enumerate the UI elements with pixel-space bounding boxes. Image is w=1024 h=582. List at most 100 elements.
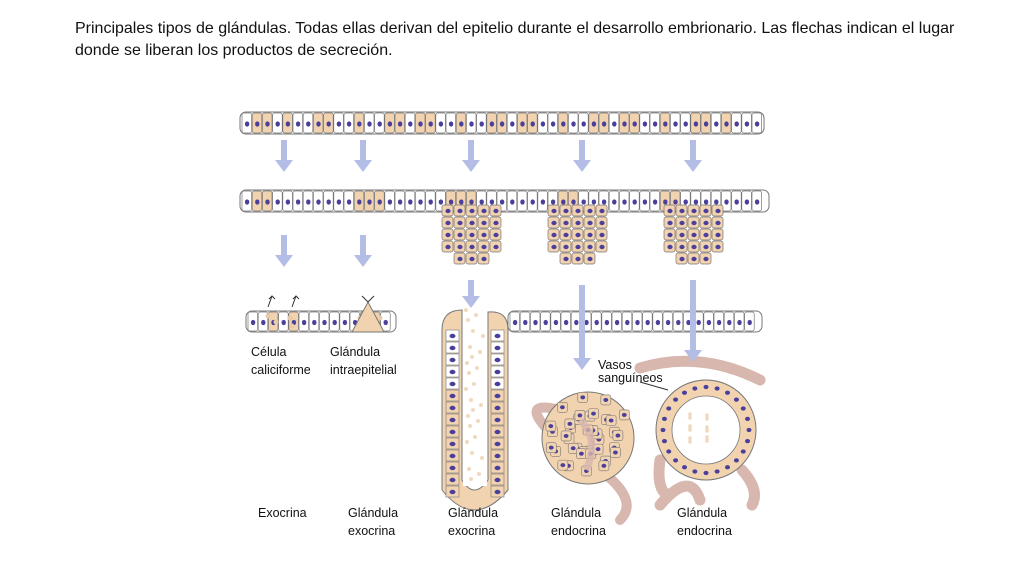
cell-nucleus bbox=[667, 232, 673, 238]
cell-nucleus bbox=[479, 121, 484, 127]
cell-nucleus bbox=[679, 256, 685, 262]
cell-nucleus bbox=[563, 319, 569, 326]
secretion-arrowhead bbox=[361, 295, 375, 303]
cell-nucleus bbox=[691, 208, 697, 214]
arrow-row1-3 bbox=[573, 140, 591, 172]
cell-nucleus bbox=[703, 121, 709, 127]
cell-nucleus bbox=[599, 220, 605, 226]
cell-nucleus bbox=[667, 244, 673, 250]
cell-nucleus bbox=[575, 256, 581, 262]
cell-nucleus bbox=[548, 445, 554, 450]
cell-nucleus bbox=[642, 121, 648, 127]
cell-nucleus bbox=[265, 121, 270, 127]
cell-nucleus bbox=[661, 439, 667, 444]
arrow-row2-0 bbox=[275, 235, 293, 267]
cell-nucleus bbox=[306, 121, 311, 127]
cell-nucleus bbox=[567, 421, 573, 426]
cell-nucleus bbox=[494, 465, 501, 471]
cell-nucleus bbox=[281, 319, 286, 326]
development-arrows bbox=[275, 140, 702, 370]
cell-nucleus bbox=[703, 384, 709, 390]
cell-nucleus bbox=[692, 469, 698, 474]
cell-nucleus bbox=[383, 319, 388, 326]
secretion-granule bbox=[475, 366, 479, 370]
cell-nucleus bbox=[652, 121, 658, 127]
cell-nucleus bbox=[563, 208, 569, 214]
cell-nucleus bbox=[438, 199, 444, 205]
cell-nucleus bbox=[679, 232, 685, 238]
cell-nucleus bbox=[683, 121, 688, 127]
cell-nucleus bbox=[679, 244, 685, 250]
cell-nucleus bbox=[428, 199, 433, 205]
cell-nucleus bbox=[449, 441, 456, 447]
cell-nucleus bbox=[543, 319, 548, 326]
arrow-head bbox=[462, 160, 480, 172]
cell-nucleus bbox=[326, 121, 331, 127]
cell-nucleus bbox=[494, 345, 501, 351]
cell-nucleus bbox=[449, 405, 456, 411]
cell-nucleus bbox=[510, 199, 515, 205]
cell-nucleus bbox=[448, 121, 454, 127]
cell-nucleus bbox=[571, 199, 576, 205]
secretion-granule bbox=[705, 417, 709, 421]
label-line: intraepitelial bbox=[330, 363, 397, 377]
cell-nucleus bbox=[295, 199, 301, 205]
blood-vessel bbox=[577, 417, 596, 472]
cell-nucleus bbox=[714, 386, 720, 391]
secretion-granule bbox=[469, 398, 473, 402]
cell-nucleus bbox=[692, 386, 698, 391]
cell-nucleus bbox=[703, 199, 709, 205]
secretion-granule bbox=[467, 467, 471, 471]
cell-nucleus bbox=[682, 465, 687, 470]
cell-nucleus bbox=[683, 199, 688, 205]
cell-nucleus bbox=[563, 256, 569, 262]
cell-nucleus bbox=[494, 441, 501, 447]
secretion-granule bbox=[464, 308, 468, 312]
arrow-head bbox=[573, 160, 591, 172]
label-line: endocrina bbox=[551, 524, 606, 538]
cell-nucleus bbox=[428, 121, 433, 127]
cell-nucleus bbox=[679, 208, 685, 214]
cell-nucleus bbox=[691, 256, 697, 262]
cell-nucleus bbox=[703, 232, 709, 238]
cell-nucleus bbox=[715, 232, 721, 238]
cell-nucleus bbox=[459, 199, 464, 205]
secretion-granule bbox=[688, 416, 692, 420]
cell-nucleus bbox=[449, 477, 456, 483]
secretion-granule bbox=[469, 477, 473, 481]
cell-nucleus bbox=[601, 463, 607, 468]
cell-nucleus bbox=[494, 477, 501, 483]
cell-nucleus bbox=[676, 319, 681, 326]
cell-nucleus bbox=[625, 319, 630, 326]
gland-lumen bbox=[463, 318, 487, 486]
cell-nucleus bbox=[512, 319, 518, 326]
secretion-granule bbox=[705, 439, 709, 443]
cell-nucleus bbox=[575, 244, 581, 250]
cell-nucleus bbox=[469, 208, 475, 214]
cell-nucleus bbox=[520, 199, 525, 205]
blood-vessel bbox=[634, 355, 766, 511]
cell-nucleus bbox=[438, 121, 444, 127]
cell-nucleus bbox=[261, 319, 266, 326]
cell-nucleus bbox=[295, 121, 301, 127]
endocrine-bud-2 bbox=[663, 204, 724, 265]
secretion-granule bbox=[688, 428, 692, 432]
cell-nucleus bbox=[408, 121, 413, 127]
cell-nucleus bbox=[570, 446, 576, 451]
cell-nucleus bbox=[691, 220, 697, 226]
cell-nucleus bbox=[715, 220, 721, 226]
arrow-head bbox=[573, 358, 591, 370]
cell-nucleus bbox=[244, 121, 250, 127]
cell-nucleus bbox=[494, 333, 501, 339]
cell-nucleus bbox=[553, 319, 559, 326]
secretion-arrowhead bbox=[268, 295, 276, 300]
cell-nucleus bbox=[591, 411, 596, 416]
cell-nucleus bbox=[587, 208, 593, 214]
cell-nucleus bbox=[665, 319, 671, 326]
secretion-arrow bbox=[267, 295, 273, 308]
cell-nucleus bbox=[481, 220, 487, 226]
cell-nucleus bbox=[686, 319, 691, 326]
arrow-head bbox=[275, 160, 293, 172]
